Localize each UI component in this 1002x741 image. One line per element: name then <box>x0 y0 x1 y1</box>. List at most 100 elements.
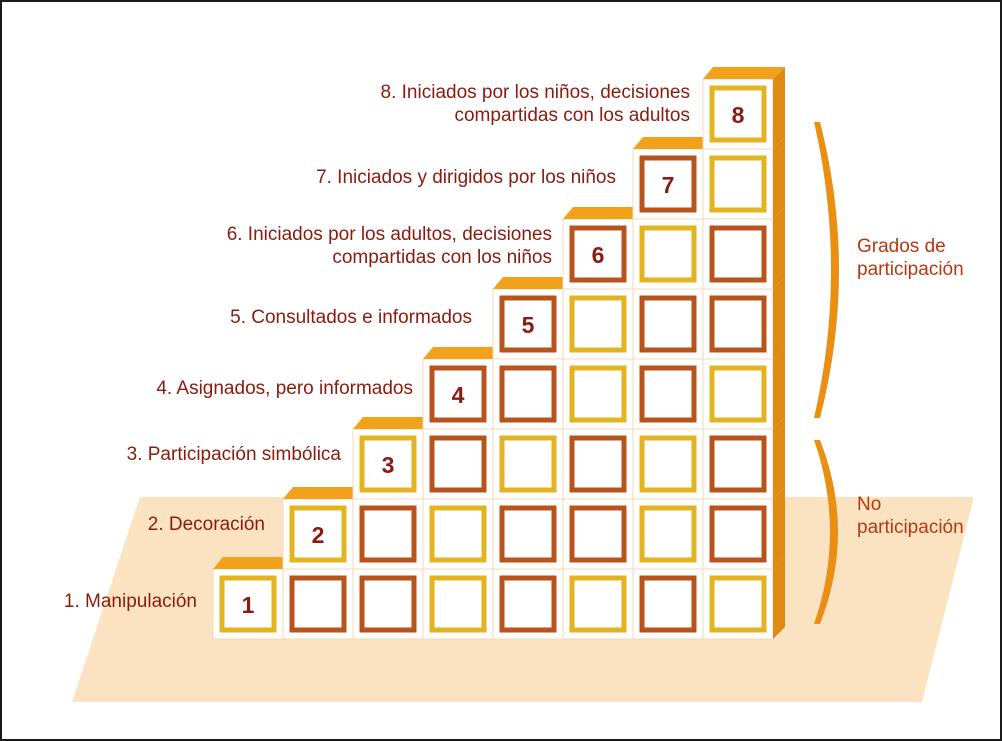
cube-face <box>632 218 704 290</box>
step-number: 2 <box>312 522 325 548</box>
cube-frame <box>639 505 697 563</box>
cube <box>632 288 704 360</box>
participation-label-line-2: participación <box>857 259 964 280</box>
cube-face <box>702 78 774 150</box>
cube-face <box>562 358 634 430</box>
cube <box>492 498 564 570</box>
cube-face <box>492 568 564 640</box>
cube-frame <box>709 435 767 493</box>
cube-face <box>422 358 494 430</box>
cube-face <box>422 568 494 640</box>
cube-frame <box>639 155 697 213</box>
cube-side <box>773 417 785 499</box>
non-participation-group-label: No participación <box>857 493 964 539</box>
step-label-7: 7. Iniciados y dirigidos por los niños <box>316 167 616 188</box>
cube-face <box>562 498 634 570</box>
cube <box>282 568 354 640</box>
step-label-8-line-1: 8. Iniciados por los niños, decisiones <box>380 82 690 103</box>
cube-frame <box>569 505 627 563</box>
cube-top <box>423 347 505 359</box>
step-label-2: 2. Decoración <box>147 514 265 535</box>
cube: 2 <box>282 487 365 570</box>
cube-frame <box>709 365 767 423</box>
cube: 6 <box>562 207 645 290</box>
cube-top <box>563 207 645 219</box>
cube <box>632 498 704 570</box>
step-number: 6 <box>592 242 605 268</box>
cube-face <box>492 288 564 360</box>
cube-frame <box>289 505 347 563</box>
cube-frame <box>499 505 557 563</box>
cube-side <box>773 277 785 359</box>
cube-frame <box>639 365 697 423</box>
cube-side <box>773 207 785 289</box>
cube-face <box>562 288 634 360</box>
cube-face <box>632 568 704 640</box>
cube-face <box>492 428 564 500</box>
cube-frame <box>709 225 767 283</box>
cube-face <box>702 568 774 640</box>
cube-top <box>703 67 785 79</box>
cube <box>492 568 564 640</box>
cube <box>632 428 704 500</box>
participation-group-label: Grados de participación <box>857 235 964 281</box>
cube: 5 <box>492 277 575 360</box>
cube <box>632 568 704 640</box>
step-label-3: 3. Participación simbólica <box>126 444 341 465</box>
cube-frame <box>499 295 557 353</box>
cube <box>492 358 564 430</box>
cube-frame <box>429 365 487 423</box>
step-label-5: 5. Consultados e informados <box>230 307 472 328</box>
cube-frame <box>429 505 487 563</box>
cube <box>702 557 785 640</box>
cube-top <box>353 417 435 429</box>
step-number: 5 <box>522 312 535 338</box>
cube-frame <box>639 225 697 283</box>
cube-face <box>562 428 634 500</box>
participation-label-line-1: Grados de <box>857 236 946 257</box>
cube-side <box>773 557 785 639</box>
cube <box>702 347 785 430</box>
participation-bracket <box>814 122 839 418</box>
group-brackets <box>814 122 839 624</box>
cube: 4 <box>422 347 505 430</box>
cube <box>562 568 634 640</box>
cube-face <box>702 288 774 360</box>
cube <box>702 207 785 290</box>
step-label-8: 8. Iniciados por los niños, decisiones c… <box>242 81 690 127</box>
cube-frame <box>569 295 627 353</box>
cube-face <box>702 498 774 570</box>
cube-frame <box>499 435 557 493</box>
step-label-1: 1. Manipulación <box>63 591 197 612</box>
cube <box>702 277 785 360</box>
cube-face <box>492 498 564 570</box>
cube <box>632 218 704 290</box>
cube-side <box>773 137 785 219</box>
cube: 8 <box>702 67 785 150</box>
step-number: 8 <box>732 102 745 128</box>
cube <box>702 137 785 220</box>
cube-frame <box>569 575 627 633</box>
step-label-4: 4. Asignados, pero informados <box>156 378 413 399</box>
cube-frame <box>429 575 487 633</box>
cube <box>562 358 634 430</box>
step-number: 7 <box>662 172 675 198</box>
step-number: 3 <box>382 452 395 478</box>
cube-frame <box>569 435 627 493</box>
cube-frame <box>499 575 557 633</box>
cube-top <box>213 557 295 569</box>
cube <box>422 568 494 640</box>
cube <box>702 417 785 500</box>
cube-face <box>632 428 704 500</box>
step-label-8-line-2: compartidas con los adultos <box>454 105 690 126</box>
cube <box>422 498 494 570</box>
cube <box>562 498 634 570</box>
cube-frame <box>709 575 767 633</box>
cube-face <box>282 498 354 570</box>
cube-frame <box>569 225 627 283</box>
cube-face <box>632 148 704 220</box>
cube-face <box>352 498 424 570</box>
cube: 3 <box>352 417 435 500</box>
cube-side <box>773 347 785 429</box>
cube-top <box>633 137 715 149</box>
